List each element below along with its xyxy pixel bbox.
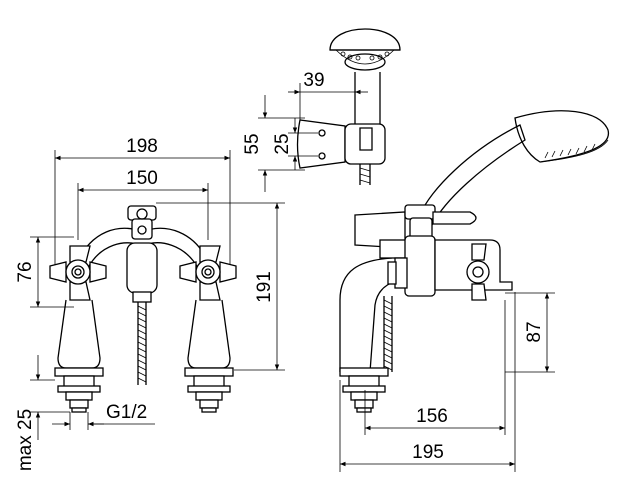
dim-195-label: 195 (412, 442, 444, 463)
shower-head-top (296, 28, 401, 185)
dim-76-label: 76 (15, 261, 36, 282)
dim-thread-label: G1/2 (106, 402, 147, 423)
side-dimensions (339, 292, 555, 472)
side-hose (383, 296, 393, 372)
side-view (339, 110, 610, 413)
dim-87-label: 87 (524, 321, 545, 342)
front-hose (137, 302, 147, 385)
dim-156-label: 156 (416, 406, 448, 427)
front-dimensions (30, 150, 285, 440)
dim-39-label: 39 (303, 70, 324, 91)
side-handle (466, 243, 490, 301)
shower-dimensions (258, 83, 368, 192)
dim-max25-label: max 25 (15, 409, 36, 471)
dim-150-label: 150 (126, 168, 158, 189)
dim-25-label: 25 (272, 133, 293, 154)
dim-198-label: 198 (126, 136, 158, 157)
right-handle (179, 245, 237, 301)
dim-191-label: 191 (254, 271, 275, 303)
left-handle (49, 245, 107, 301)
dim-55-label: 55 (242, 133, 263, 154)
front-view (49, 205, 237, 413)
